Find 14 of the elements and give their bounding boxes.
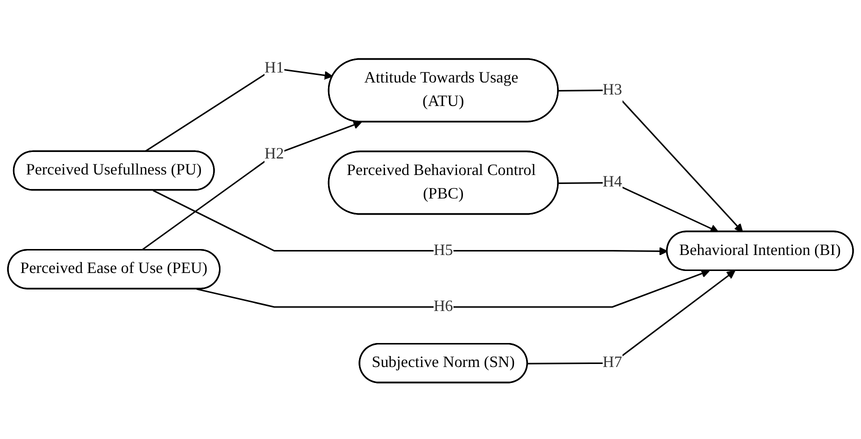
edge-label: H7 — [602, 354, 622, 372]
arrow — [152, 190, 668, 256]
arrow — [528, 270, 736, 364]
edge-label: H5 — [434, 242, 454, 259]
arrow — [558, 90, 744, 232]
arrow — [558, 182, 719, 233]
edge-label: H4 — [602, 174, 622, 191]
arrow — [144, 68, 334, 152]
edge-label: H2 — [264, 146, 284, 163]
arrow — [141, 120, 362, 251]
edge-label: H3 — [602, 81, 622, 98]
edge-label: H6 — [434, 298, 454, 315]
edge-label: H1 — [264, 59, 284, 76]
arrow — [196, 269, 710, 308]
